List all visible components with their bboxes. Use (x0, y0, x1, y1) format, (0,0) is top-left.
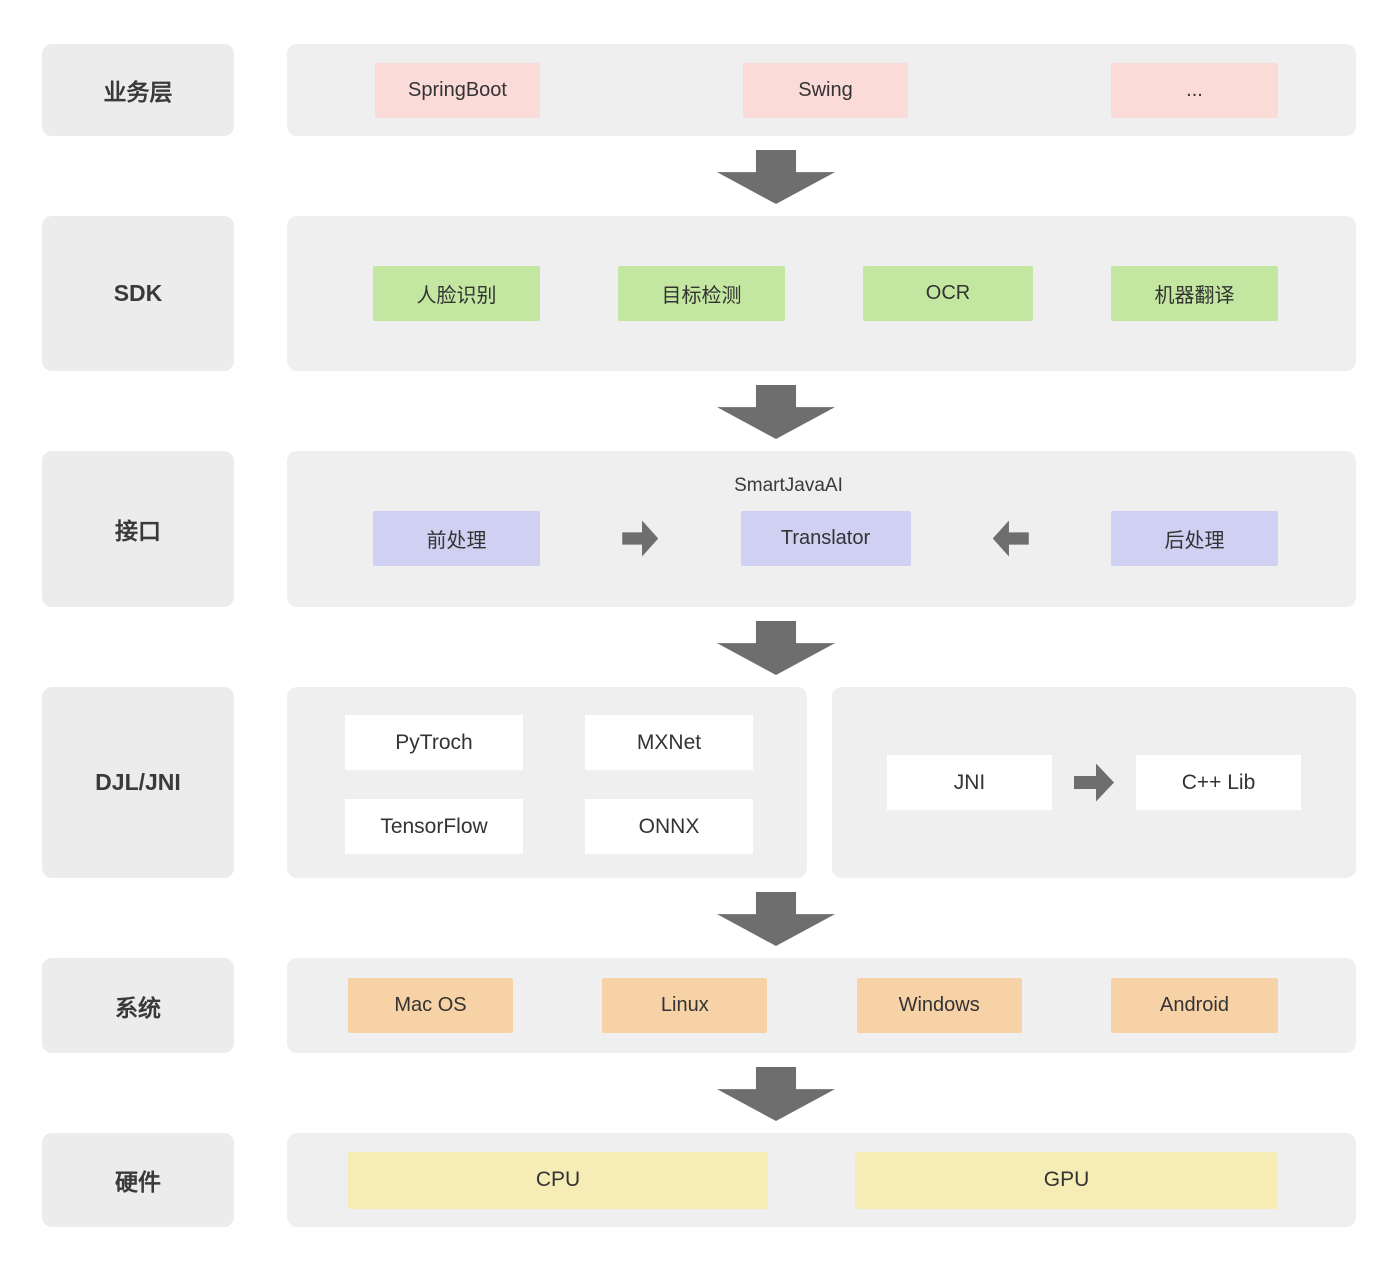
chip-ocr: OCR (863, 266, 1033, 321)
gap-business-sdk (42, 136, 1356, 216)
system-layer-body: Mac OS Linux Windows Android (287, 958, 1356, 1053)
chip-machine-translation: 机器翻译 (1111, 266, 1278, 321)
chip-android: Android (1110, 978, 1278, 1033)
cpp-lib-box: C++ Lib (1136, 755, 1301, 810)
down-arrow-icon (717, 1067, 835, 1121)
chip-windows: Windows (856, 978, 1022, 1033)
interface-layer-body: SmartJavaAI 前处理 Translator 后处理 (287, 451, 1356, 607)
chip-springboot: SpringBoot (375, 62, 540, 118)
sdk-layer-row: SDK 人脸识别 目标检测 OCR 机器翻译 (42, 216, 1356, 371)
engine-tensorflow: TensorFlow (345, 799, 523, 854)
chip-macos: Mac OS (348, 978, 513, 1033)
gap-interface-djl (42, 607, 1356, 687)
business-layer-body: SpringBoot Swing ... (287, 44, 1356, 136)
gap-djl-system (42, 878, 1356, 958)
engines-panel: PyTroch MXNet TensorFlow ONNX (287, 687, 807, 878)
chip-object-detection: 目标检测 (618, 266, 785, 321)
system-layer-row: 系统 Mac OS Linux Windows Android (42, 958, 1356, 1053)
djl-jni-layer-body: PyTroch MXNet TensorFlow ONNX JNI C++ Li… (287, 687, 1356, 878)
chip-postprocess: 后处理 (1111, 511, 1278, 566)
chip-gpu: GPU (855, 1151, 1278, 1209)
down-arrow-icon (717, 621, 835, 675)
engine-onnx: ONNX (585, 799, 753, 854)
left-arrow-icon (992, 520, 1029, 557)
chip-swing: Swing (743, 62, 908, 118)
gap-system-hardware (42, 1053, 1356, 1133)
down-arrow-icon (717, 892, 835, 946)
chip-more: ... (1111, 62, 1278, 118)
hardware-layer-body: CPU GPU (287, 1133, 1356, 1227)
djl-jni-layer-label: DJL/JNI (42, 687, 234, 878)
engine-mxnet: MXNet (585, 715, 753, 770)
down-arrow-icon (717, 385, 835, 439)
jni-box: JNI (887, 755, 1052, 810)
chip-translator: Translator (740, 511, 911, 566)
chip-cpu: CPU (348, 1151, 768, 1209)
right-arrow-icon (622, 520, 659, 557)
jni-panel: JNI C++ Lib (832, 687, 1356, 878)
hardware-layer-label: 硬件 (42, 1133, 234, 1227)
business-layer-row: 业务层 SpringBoot Swing ... (42, 44, 1356, 136)
gap-sdk-interface (42, 371, 1356, 451)
interface-pipeline: 前处理 Translator 后处理 (287, 511, 1356, 566)
down-arrow-icon (717, 150, 835, 204)
interface-layer-label: 接口 (42, 451, 234, 607)
right-arrow-icon (1074, 763, 1114, 802)
hardware-layer-row: 硬件 CPU GPU (42, 1133, 1356, 1227)
interface-layer-row: 接口 SmartJavaAI 前处理 Translator 后处理 (42, 451, 1356, 607)
djl-jni-layer-row: DJL/JNI PyTroch MXNet TensorFlow ONNX JN… (42, 687, 1356, 878)
smartjavaai-title: SmartJavaAI (734, 475, 843, 496)
engine-pytorch: PyTroch (345, 715, 523, 770)
chip-face-recognition: 人脸识别 (373, 266, 540, 321)
business-layer-label: 业务层 (42, 44, 234, 136)
sdk-layer-body: 人脸识别 目标检测 OCR 机器翻译 (287, 216, 1356, 371)
chip-linux: Linux (602, 978, 768, 1033)
system-layer-label: 系统 (42, 958, 234, 1053)
sdk-layer-label: SDK (42, 216, 234, 371)
architecture-diagram: 业务层 SpringBoot Swing ... SDK 人脸识别 目标检测 O… (42, 44, 1356, 1227)
chip-preprocess: 前处理 (373, 511, 540, 566)
